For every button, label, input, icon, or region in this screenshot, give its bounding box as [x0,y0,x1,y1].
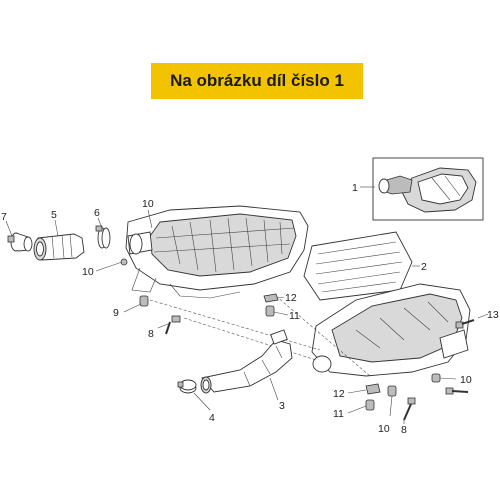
part-4-clamp[interactable] [177,379,197,394]
callout-10-left: 10 [82,266,94,278]
airbox-housing[interactable] [125,205,309,299]
callout-9: 9 [113,307,119,319]
part-12-clip-lower[interactable] [365,383,381,395]
callout-7: 7 [1,211,7,223]
callout-1: 1 [352,182,358,194]
part-12-clip-upper[interactable] [263,293,279,303]
callout-2: 2 [421,261,427,273]
part-6-clamp[interactable] [95,225,111,249]
callout-4: 4 [209,412,215,424]
part-7-clamp[interactable] [7,232,33,252]
part-13-screw[interactable] [455,319,475,329]
callout-12-upper: 12 [285,292,297,304]
banner-title: Na obrázku díl číslo 1 [170,71,344,90]
callout-10-bottom: 10 [378,423,390,435]
callout-8-bottom: 8 [401,424,407,436]
part-10-grommet-right[interactable] [431,373,441,383]
callout-13: 13 [487,309,499,321]
callout-12-lower: 12 [333,388,345,400]
part-8-screw-left[interactable] [165,315,181,335]
callout-8-left: 8 [148,328,154,340]
airbox-cover[interactable] [311,283,471,377]
callout-3: 3 [279,400,285,412]
callout-11-lower: 11 [333,408,344,420]
part-5-sleeve[interactable] [33,233,85,261]
part-1-inset[interactable] [372,157,484,221]
title-banner: Na obrázku díl číslo 1 [151,63,363,99]
callout-11-upper: 11 [289,310,300,322]
callout-5: 5 [51,209,57,221]
part-8-screw-right[interactable] [438,387,469,395]
part-11-grommet-upper[interactable] [265,305,275,317]
part-11-grommet-lower[interactable] [365,399,375,411]
part-8-screw-bottom[interactable] [403,397,416,421]
part-3-intake-duct[interactable] [200,329,293,394]
part-10-grommet-lower[interactable] [387,385,397,397]
callout-10-right: 10 [460,374,472,386]
callout-10-top: 10 [142,198,154,210]
part-9-grommet[interactable] [139,295,149,307]
callout-6: 6 [94,207,100,219]
